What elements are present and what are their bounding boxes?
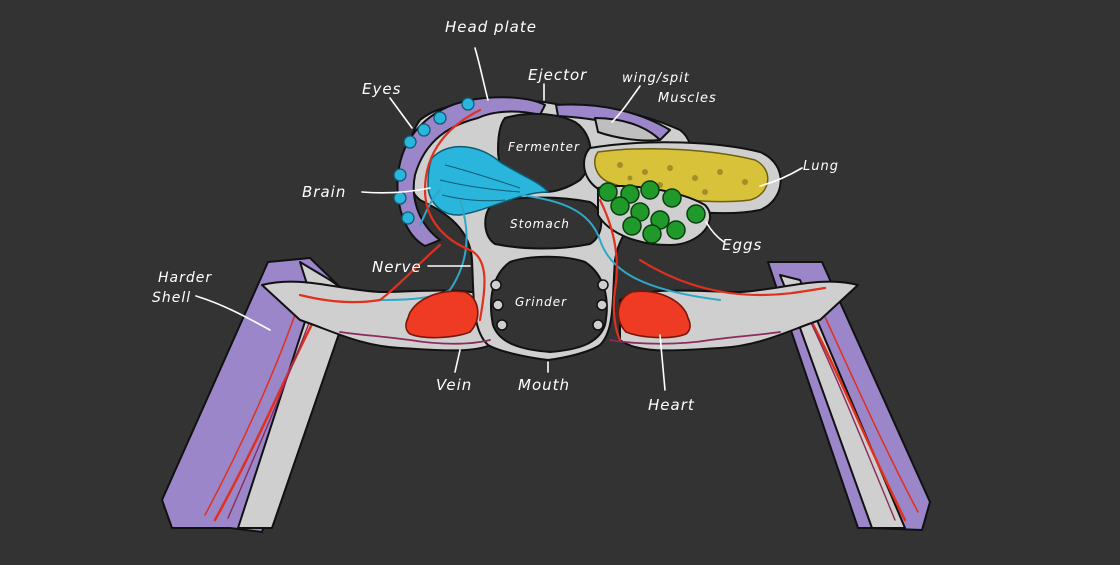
label-eyes: Eyes bbox=[362, 80, 401, 98]
left-heart bbox=[405, 290, 479, 339]
label-fermenter: Fermenter bbox=[508, 140, 580, 154]
label-head-plate: Head plate bbox=[445, 18, 537, 36]
label-stomach: Stomach bbox=[510, 217, 570, 231]
leader-lines bbox=[195, 47, 803, 391]
left-leg-shell bbox=[161, 257, 346, 533]
label-heart: Heart bbox=[648, 396, 695, 414]
grinder-cavity bbox=[490, 255, 608, 353]
label-lung: Lung bbox=[803, 159, 839, 174]
label-brain: Brain bbox=[302, 183, 346, 201]
label-grinder: Grinder bbox=[515, 295, 567, 309]
label-mouth: Mouth bbox=[518, 376, 570, 394]
label-nerve: Nerve bbox=[372, 258, 422, 276]
label-shell: Shell bbox=[152, 290, 191, 306]
eggs bbox=[598, 180, 706, 244]
stomach-cavity bbox=[484, 196, 603, 250]
label-muscles: Muscles bbox=[658, 91, 717, 106]
label-eggs: Eggs bbox=[722, 236, 762, 254]
right-heart bbox=[617, 290, 691, 339]
label-harder: Harder bbox=[158, 270, 212, 286]
eyes bbox=[393, 97, 475, 225]
fermenter-cavity bbox=[497, 112, 592, 193]
label-ejector: Ejector bbox=[528, 66, 587, 84]
wing-muscle-pocket bbox=[594, 117, 661, 142]
label-wing-spit: wing/spit bbox=[622, 71, 690, 86]
labels: Head plate Ejector wing/spit Muscles Eye… bbox=[152, 18, 839, 414]
label-vein: Vein bbox=[436, 376, 472, 394]
